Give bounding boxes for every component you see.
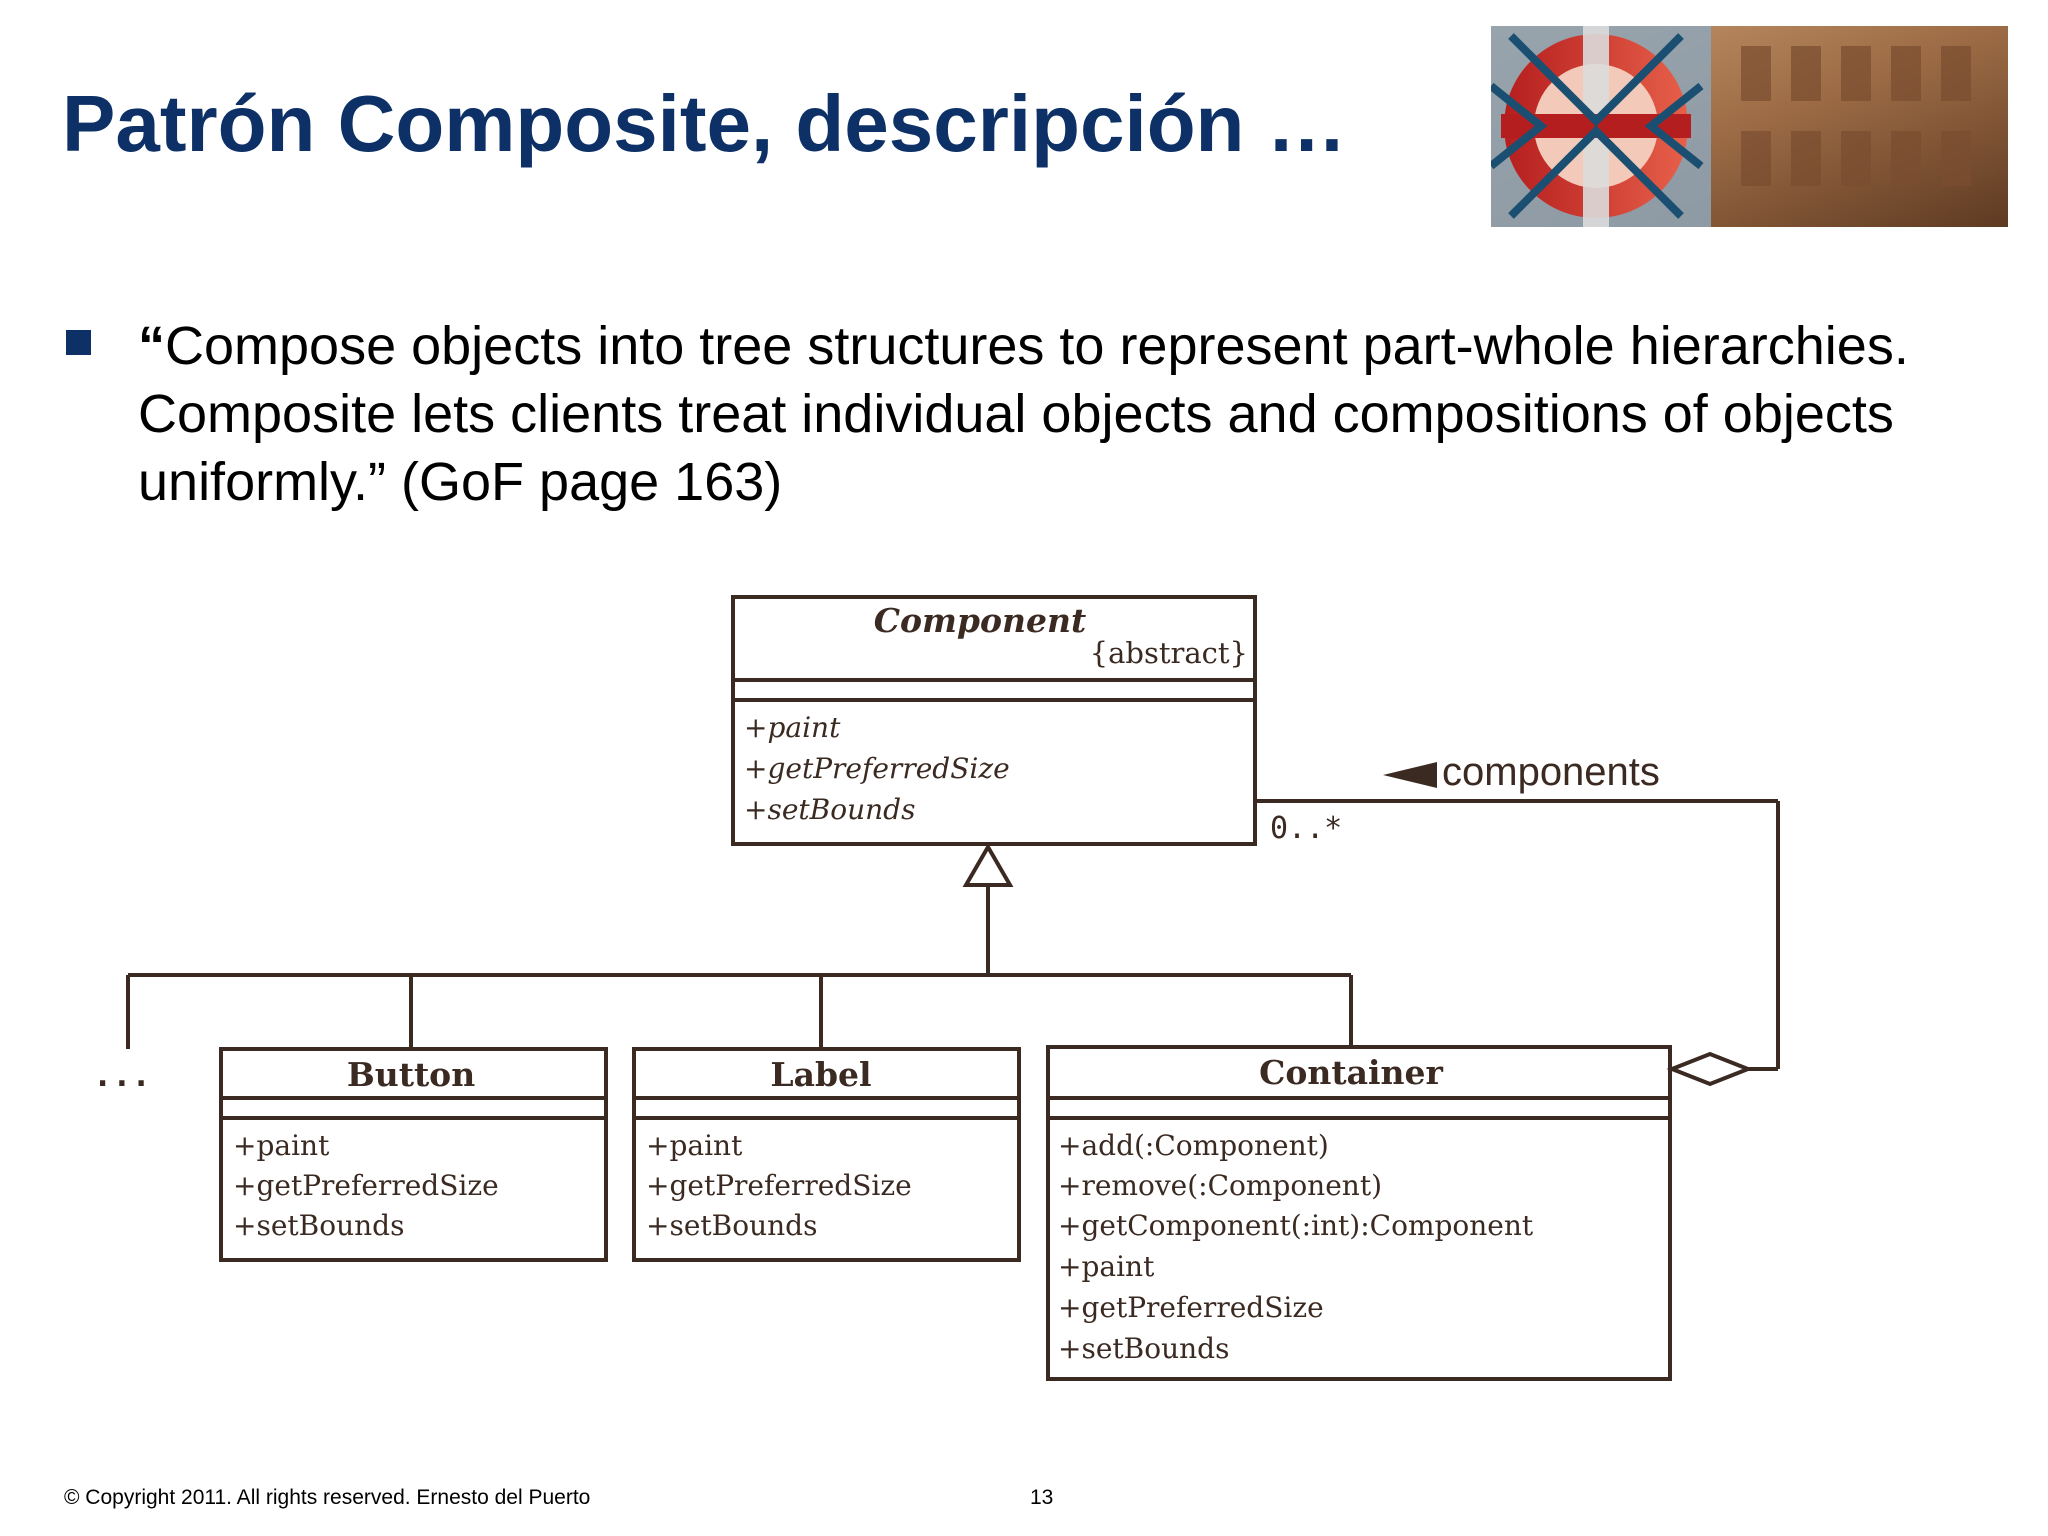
- container-method: +setBounds: [1058, 1332, 1229, 1365]
- multiplicity-label: 0..*: [1270, 811, 1342, 846]
- aggregation-diamond-icon: [1666, 1051, 1754, 1087]
- component-method: +getPreferredSize: [744, 752, 1010, 785]
- component-class-name: Component: [874, 601, 1087, 640]
- button-class-name: Button: [347, 1055, 475, 1094]
- quote-paragraph: “Compose objects into tree structures to…: [138, 312, 2018, 516]
- component-method: +setBounds: [744, 793, 915, 826]
- label-class-box: [632, 1047, 1021, 1262]
- bullet-square-icon: [66, 330, 91, 355]
- association-label: components: [1442, 750, 1660, 794]
- button-method: +paint: [233, 1129, 330, 1162]
- slide-title: Patrón Composite, descripción …: [62, 79, 1347, 168]
- container-class-box: [1046, 1045, 1672, 1381]
- button-method: +getPreferredSize: [233, 1169, 499, 1202]
- button-class-box: [219, 1047, 608, 1262]
- button-method: +setBounds: [233, 1209, 404, 1242]
- label-class-name: Label: [770, 1055, 871, 1094]
- container-class-name: Container: [1259, 1053, 1443, 1092]
- component-class-box: [731, 595, 1257, 846]
- direction-arrow-icon: [1383, 762, 1437, 788]
- component-method: +paint: [744, 711, 841, 744]
- container-method: +getComponent(:int):Component: [1058, 1209, 1534, 1242]
- university-banner-image: [1491, 26, 2008, 227]
- container-method: +getPreferredSize: [1058, 1291, 1324, 1324]
- component-stereotype: {abstract}: [1090, 636, 1248, 670]
- label-method: +getPreferredSize: [646, 1169, 912, 1202]
- container-method: +add(:Component): [1058, 1129, 1329, 1162]
- label-method: +setBounds: [646, 1209, 817, 1242]
- footer-copyright: © Copyright 2011. All rights reserved. E…: [64, 1486, 591, 1509]
- quote-body: Compose objects into tree structures to …: [138, 316, 1909, 512]
- quote-open-mark: “: [138, 316, 165, 376]
- page-number: 13: [1030, 1486, 1054, 1509]
- generalization-arrow-icon: [962, 843, 1014, 887]
- container-method: +paint: [1058, 1250, 1155, 1283]
- more-subclasses-ellipsis: ...: [93, 1056, 151, 1094]
- university-logo-icon: [1491, 26, 1704, 227]
- label-method: +paint: [646, 1129, 743, 1162]
- container-method: +remove(:Component): [1058, 1169, 1382, 1202]
